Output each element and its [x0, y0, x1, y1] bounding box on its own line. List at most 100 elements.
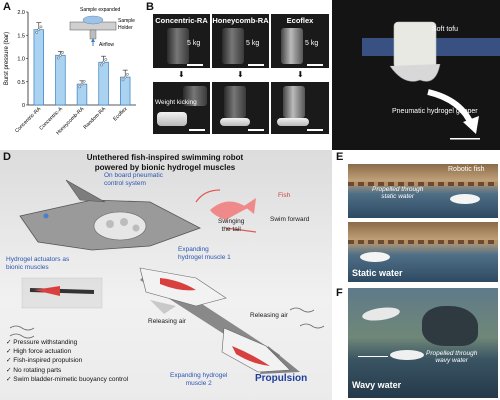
soft-tofu-label: Soft tofu	[432, 26, 459, 33]
down-arrow-icon: ⬇	[178, 70, 185, 79]
static-water-label: Static water	[352, 268, 403, 278]
weight-image	[281, 28, 303, 64]
panel-label-b: B	[146, 1, 154, 13]
weight-label: 5 kg	[305, 40, 319, 47]
data-point	[56, 56, 60, 60]
bar	[119, 76, 131, 106]
fish-icon	[210, 201, 248, 220]
data-point	[123, 75, 127, 79]
title-concentric-ra: Concentric-RA	[155, 16, 208, 25]
y-tick-label: 1.0	[17, 57, 25, 63]
y-tick-label: 1.5	[17, 33, 25, 39]
robotic-fish-image	[450, 194, 480, 204]
swing-arrow-icon	[195, 189, 221, 203]
panel-c: C Soft tofu Pneumatic hydrogel gripper	[332, 0, 500, 150]
releasing-air-2-label: Releasing air	[250, 312, 288, 319]
inset-setup-diagram: Sample expanded Sample Holder Airflow	[69, 7, 135, 48]
data-point	[82, 79, 86, 83]
weight-image	[167, 28, 189, 64]
robotic-fish-image	[390, 350, 424, 360]
photo-ecoflex-bottom	[271, 82, 329, 134]
weight-label: 5 kg	[187, 40, 201, 47]
propelled-wavy-label: Propelled through wavy water	[426, 350, 478, 365]
inset-sample-label: Sample	[118, 18, 135, 24]
weight-image	[222, 28, 244, 64]
feature-item: ✓ Fish-inspired propulsion	[6, 357, 83, 365]
panel-f: F Propelled through wavy water Wavy wate…	[332, 286, 500, 400]
scale-bar	[248, 64, 264, 66]
panel-label-d: D	[3, 151, 11, 163]
robotic-fish-image	[360, 252, 390, 262]
weight-label: 5 kg	[246, 40, 260, 47]
inset-holder-label: Holder	[118, 25, 133, 31]
motion-arrow-icon	[358, 356, 388, 357]
propelled-static-label: Propelled through static water	[372, 186, 424, 201]
inset-airflow-label: Airflow	[99, 42, 114, 48]
scale-bar	[450, 138, 480, 140]
data-point	[78, 85, 82, 89]
photo-concentric-top: Concentric-RA 5 kg	[153, 14, 210, 68]
swinging-tail-label: Swinging the tail	[218, 218, 245, 233]
expanding-muscle-2-label: Expanding hydrogel muscle 2	[170, 372, 228, 387]
ruptured-actuator	[277, 118, 309, 126]
data-point	[102, 60, 105, 64]
feature-item: ✓ Swim bladder-mimetic buoyancy control	[6, 375, 129, 383]
photo-honeycomb-bottom	[212, 82, 269, 134]
robotic-fish-image	[361, 305, 401, 323]
y-axis-label: Burst pressure (bar)	[4, 32, 10, 85]
inset-airflow-pipe	[89, 29, 97, 40]
title-honeycomb-ra: Honeycomb-RA	[212, 16, 269, 25]
scale-bar	[187, 64, 203, 66]
inset-sample-expanded-label: Sample expanded	[80, 7, 121, 13]
feature-item: ✓ High force actuation	[6, 348, 72, 356]
data-point	[121, 78, 125, 82]
gripper-label: Pneumatic hydrogel gripper	[392, 108, 478, 115]
data-point	[39, 25, 43, 29]
photo-ecoflex-top: Ecoflex 5 kg	[271, 14, 329, 68]
fish-robot-schematic	[9, 179, 325, 374]
data-point	[100, 63, 103, 67]
bar	[33, 29, 45, 106]
hydrogel-gripper-fingers	[389, 63, 441, 82]
bar	[98, 61, 109, 106]
scale-bar	[248, 129, 264, 131]
weight-image	[283, 86, 305, 118]
robot-eye	[43, 213, 49, 219]
dorsal-fin	[65, 179, 106, 203]
y-tick-label: 0.5	[17, 80, 25, 86]
x-tick-label: Random-RA	[83, 106, 108, 131]
photo-concentric-bottom: Weight kicking	[153, 82, 210, 134]
tail-segment-2	[221, 327, 291, 373]
panel-e: E Robotic fish Propelled through static …	[332, 150, 500, 285]
ruptured-actuator	[220, 118, 250, 126]
scale-bar	[307, 129, 323, 131]
inset-sample-bubble	[82, 15, 104, 25]
panel-label-a: A	[3, 1, 11, 13]
scale-bar	[307, 64, 323, 66]
expanded-actuator	[157, 112, 187, 126]
panel-label-f: F	[336, 287, 343, 299]
data-point	[61, 51, 64, 54]
expanding-muscle-1-label: Expanding hydrogel muscle 1	[178, 246, 231, 261]
releasing-air-1-label: Releasing air	[148, 318, 186, 325]
schematic-title: Untethered fish-inspired swimming robot …	[86, 153, 244, 172]
bar	[55, 54, 66, 106]
static-water-photo-top: Robotic fish Propelled through static wa…	[348, 164, 498, 218]
title-ecoflex: Ecoflex	[286, 16, 314, 25]
down-arrow-icon: ⬇	[237, 70, 244, 79]
robotic-fish-label: Robotic fish	[448, 166, 485, 173]
hydrogel-actuators-label: Hydrogel actuators as bionic muscles	[6, 256, 70, 271]
data-point	[35, 31, 38, 34]
panel-d: D Untethered fish-inspired swimming robo…	[0, 150, 332, 400]
x-tick-label: Ecoflex	[112, 106, 129, 123]
panel-label-e: E	[336, 151, 344, 163]
propulsion-label: Propulsion	[255, 373, 308, 384]
pneumatic-control-system	[93, 211, 147, 241]
photo-honeycomb-top: Honeycomb-RA 5 kg	[212, 14, 269, 68]
rock-image	[422, 306, 478, 346]
data-point	[104, 58, 108, 61]
wavy-water-photo: Propelled through wavy water Wavy water	[348, 288, 498, 398]
data-point	[80, 82, 84, 86]
